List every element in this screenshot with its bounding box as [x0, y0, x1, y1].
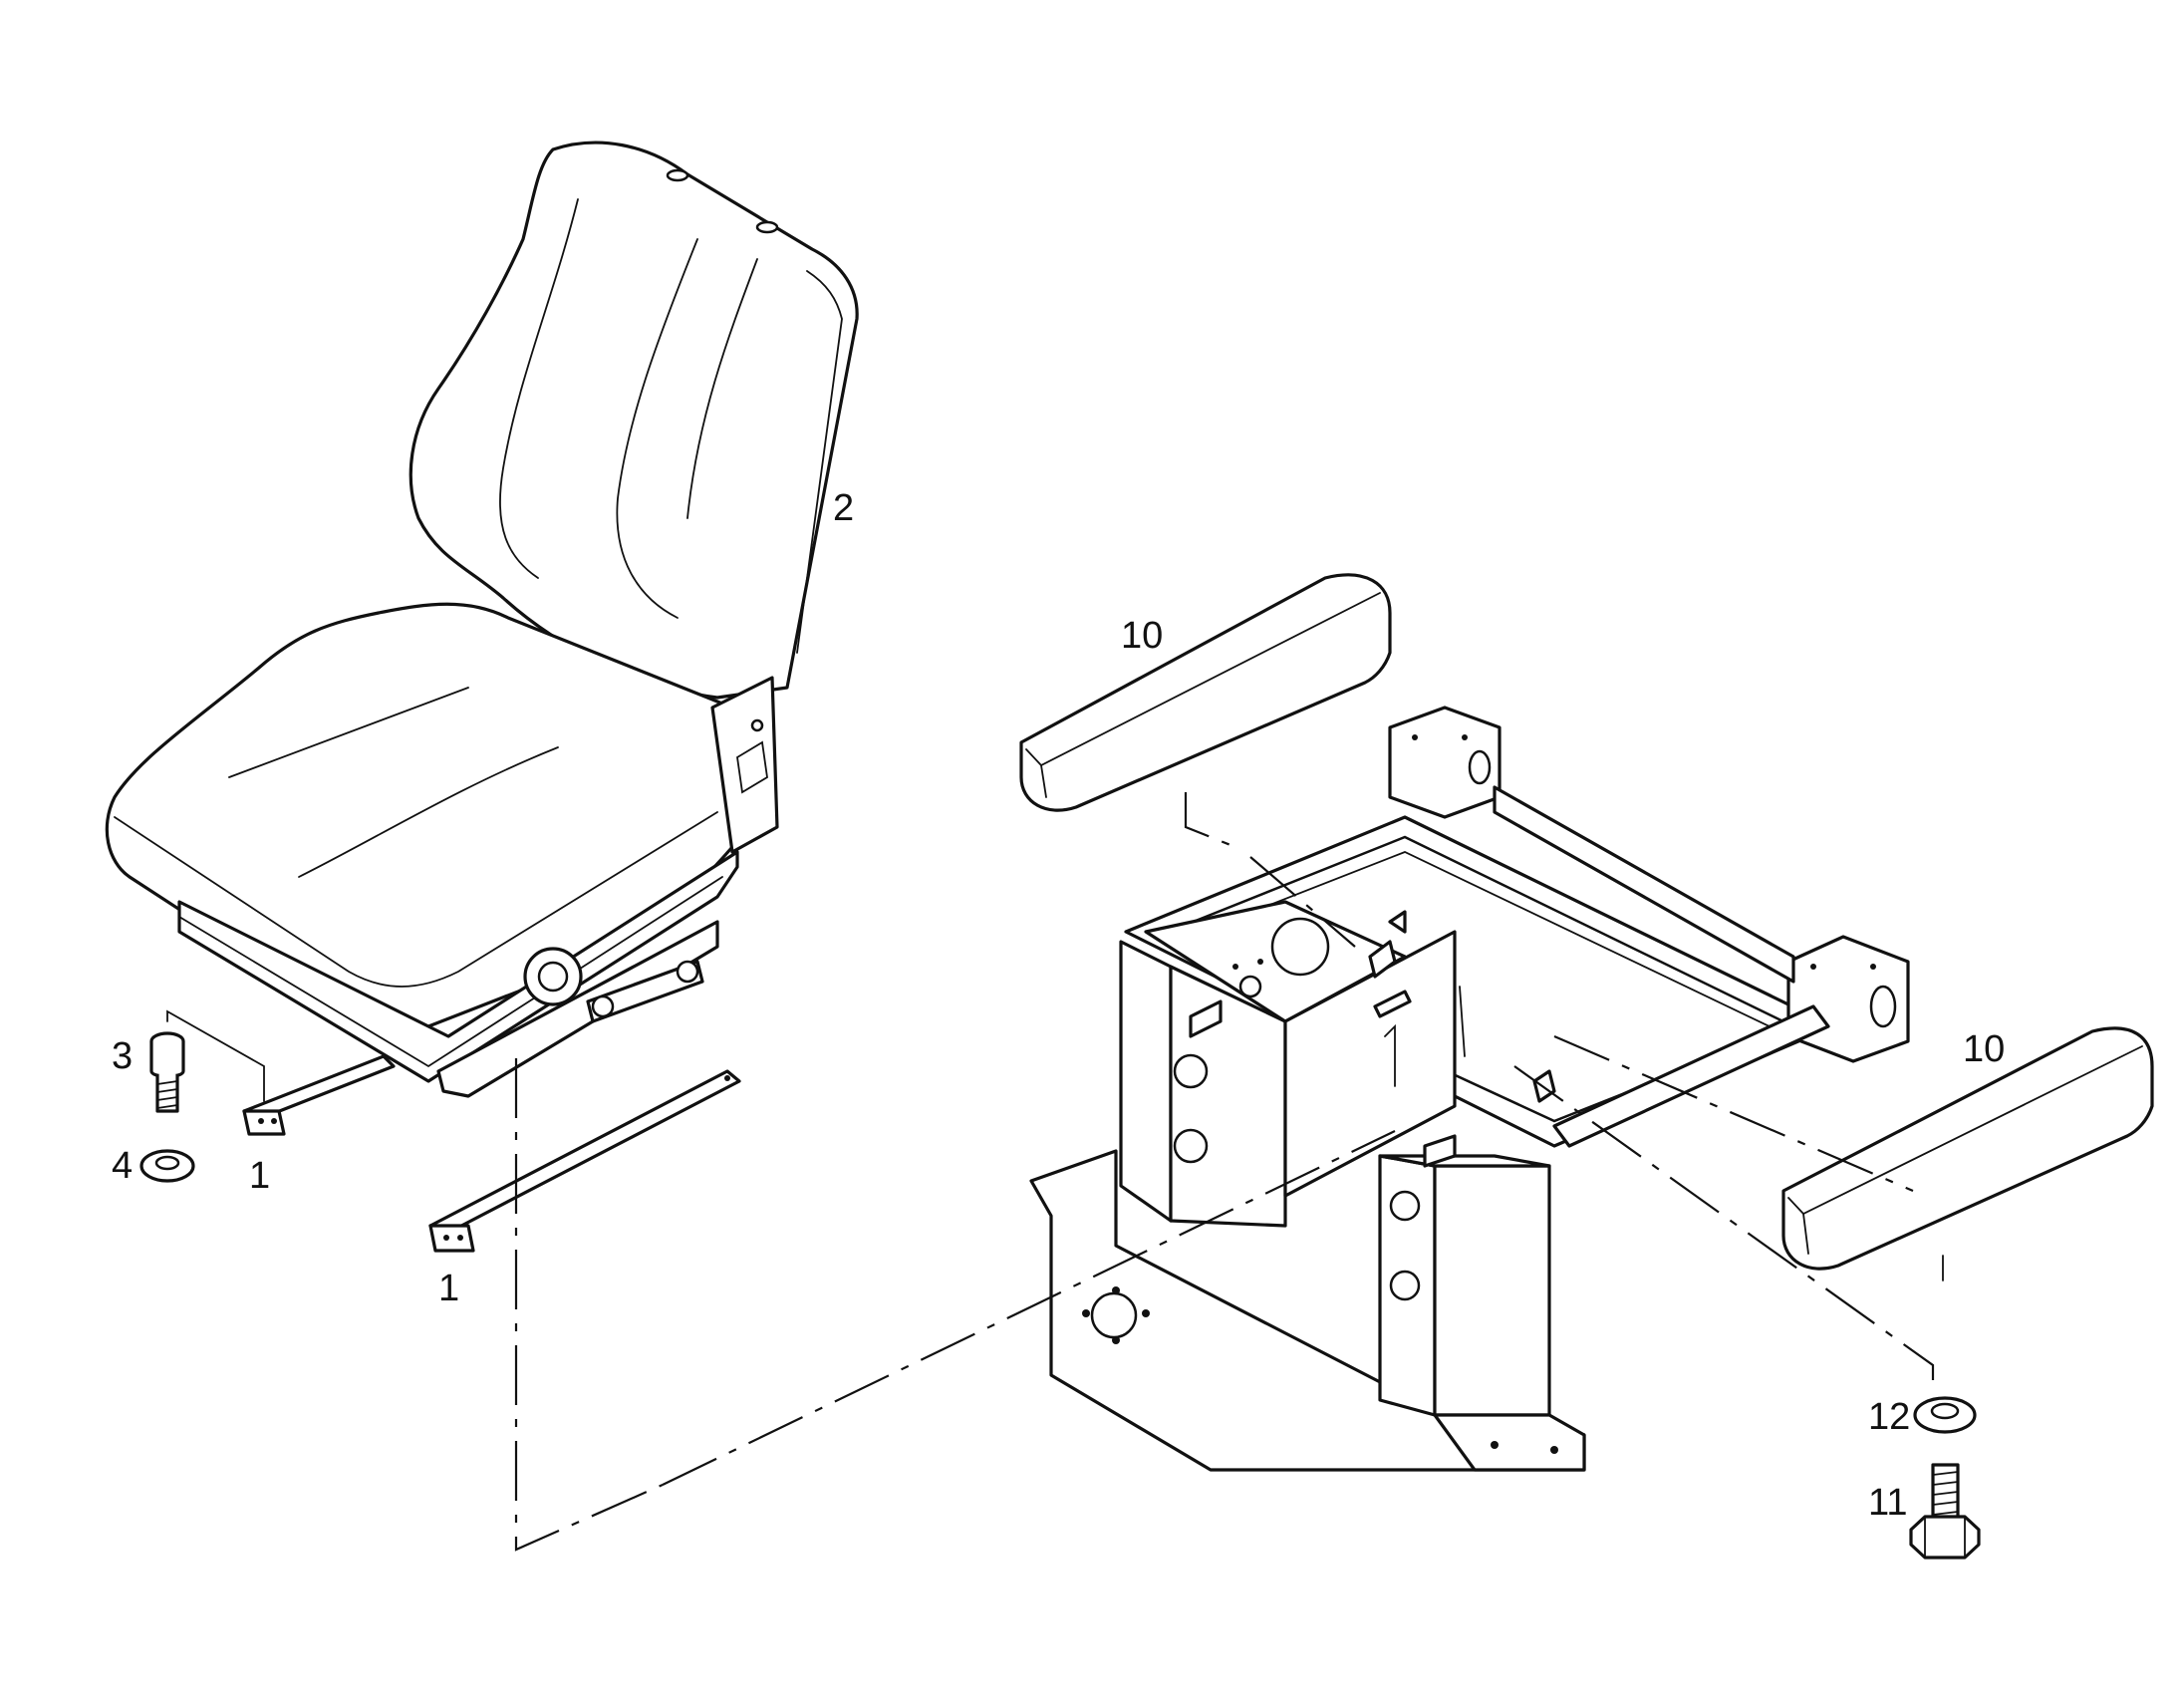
washer-large-icon [1913, 1396, 1977, 1434]
callout-seat-plate-left: 1 [249, 1155, 270, 1197]
washer-small-icon [139, 1149, 195, 1183]
assembly-lines [166, 792, 1944, 1552]
seat-base-frame-icon [1029, 706, 1910, 1472]
callout-bolt: 11 [1868, 1482, 1907, 1524]
socket-head-screw-icon [149, 1031, 185, 1113]
callout-washer-large: 12 [1868, 1396, 1910, 1438]
operator-seat-icon [105, 141, 859, 1098]
callout-screw: 3 [112, 1035, 133, 1077]
seat-plate-right-icon [428, 1069, 741, 1253]
callout-seat-plate-right: 1 [438, 1268, 459, 1309]
seat-plate-left-icon [242, 1054, 396, 1136]
armrest-right-icon [1781, 1026, 2154, 1271]
armrest-left-icon [1019, 573, 1392, 812]
callout-armrest-left: 10 [1121, 615, 1163, 657]
callout-washer-small: 4 [112, 1145, 133, 1187]
hex-bolt-icon [1909, 1463, 1981, 1560]
callout-seat: 2 [833, 487, 854, 529]
callout-armrest-right: 10 [1963, 1028, 2005, 1070]
